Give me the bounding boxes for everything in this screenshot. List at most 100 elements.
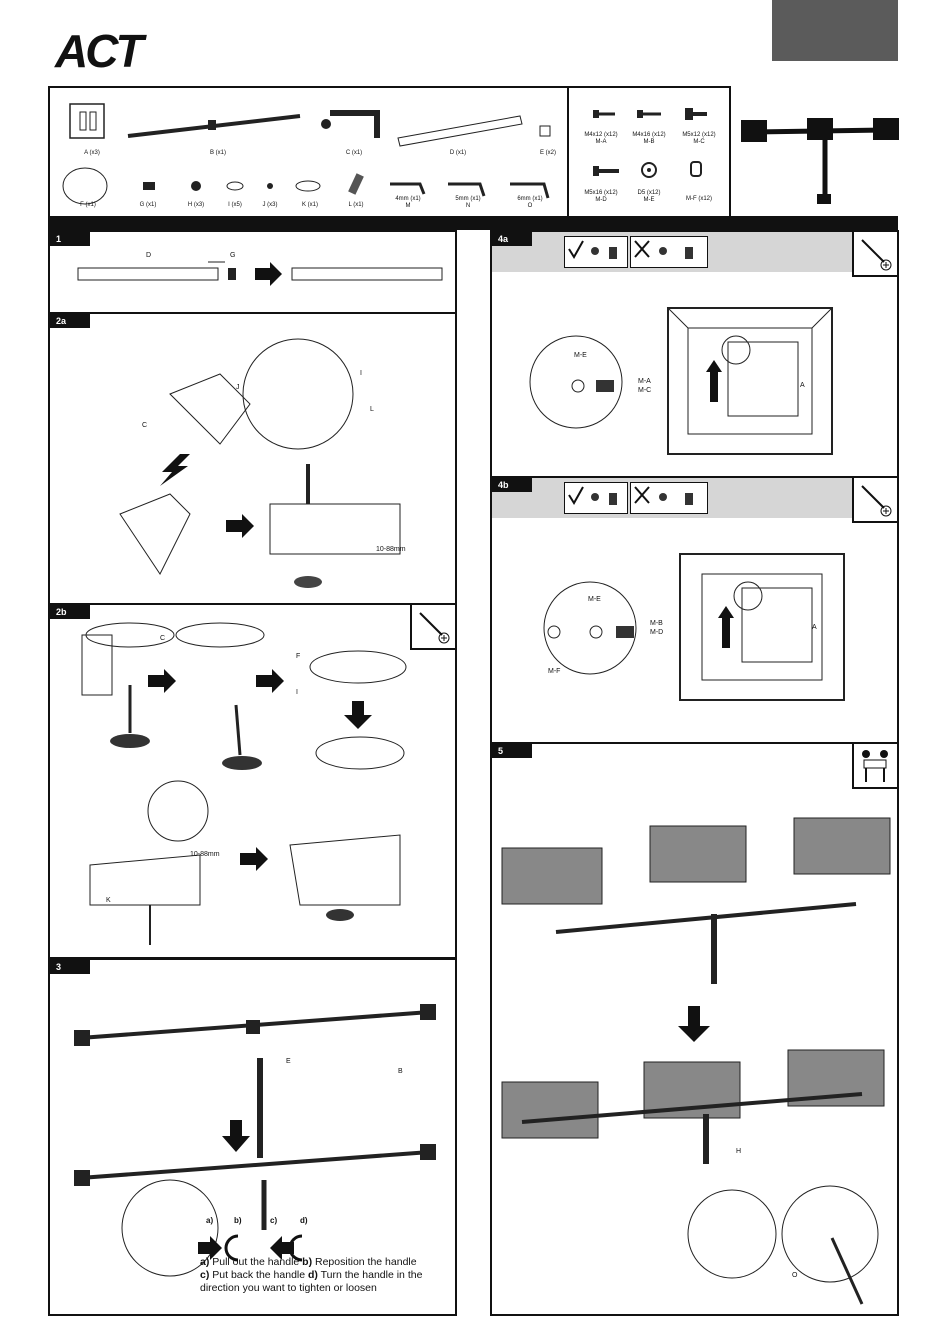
caption-text-b: Reposition the handle: [312, 1256, 417, 1268]
step-4a-panel: 4a M-E M-A M-C A: [490, 230, 899, 478]
step-2b-label-range: 10-88mm: [190, 851, 220, 858]
step-5-panel: 5 H O: [490, 742, 899, 1316]
step-2a-label-c: C: [142, 422, 148, 429]
step-2b-label-c: C: [160, 635, 166, 642]
part-label-f: F (x1): [80, 202, 96, 208]
step-3-label-e: E: [286, 1058, 291, 1065]
washer-me-code: M-E: [643, 197, 655, 203]
step-3-label-a: a): [206, 1216, 214, 1225]
step-4b-drawing: [543, 553, 845, 701]
step-2a-panel: 2a J I C L 10-88mm: [48, 312, 457, 605]
screw-mc-size: M5x12 (x12): [682, 132, 716, 138]
step-2a-label-range: 10-88mm: [376, 546, 406, 553]
step-3-label-c: c): [270, 1216, 278, 1225]
step-5-label-o: O: [792, 1272, 798, 1279]
screwdriver-icon: [852, 232, 897, 277]
part-label-k: K (x1): [301, 202, 318, 208]
step-4a-label-a: A: [800, 382, 805, 389]
part-label-o-code: O: [527, 203, 533, 209]
part-label-n-size: 5mm (x1): [455, 196, 481, 202]
incorrect-method-icon: [630, 482, 708, 514]
part-label-m-size: 4mm (x1): [395, 196, 421, 202]
caption-marker-b: b): [302, 1256, 313, 1268]
part-label-d: D (x1): [449, 150, 467, 156]
step-4a-label-me: M-E: [574, 352, 587, 359]
corner-tab: [772, 0, 898, 61]
caption-marker-a: a): [200, 1256, 210, 1268]
step-4b-label-a: A: [812, 624, 817, 631]
step-4a-drawing: [529, 307, 834, 455]
logo-text: ACT: [55, 25, 144, 77]
part-label-e: E (x2): [539, 150, 556, 156]
step-2b-label-f: F: [296, 653, 301, 660]
step-4a-label-mc: M-C: [638, 387, 652, 394]
step-2a-label-j: J: [236, 384, 240, 391]
incorrect-method-icon: [630, 236, 708, 268]
step-4b-label-md: M-D: [650, 629, 664, 636]
step-3-label-bb: b): [234, 1216, 242, 1225]
part-label-n-code: N: [465, 203, 471, 209]
part-label-h: H (x3): [187, 202, 205, 208]
screws-panel: M4x12 (x12)M-A M4x16 (x12)M-B M5x12 (x12…: [567, 86, 731, 218]
step-3-caption-line-3: direction you want to tighten or loosen: [200, 1282, 377, 1294]
part-label-m-code: M: [405, 203, 411, 209]
screw-md-size: M5x16 (x12): [584, 190, 618, 196]
screw-mc: M5x12 (x12)M-C: [675, 132, 723, 146]
screw-md: M5x16 (x12)M-D: [577, 190, 625, 204]
step-1-panel: 1 D G: [48, 230, 457, 314]
step-4a-label-ma: M-A: [638, 378, 651, 385]
product-overview-drawing: [741, 118, 899, 204]
part-label-o-size: 6mm (x1): [517, 196, 543, 202]
spacer-mf: M-F (x12): [686, 196, 712, 202]
section-divider: [48, 216, 898, 230]
step-1-badge: 1: [50, 232, 90, 246]
part-label-c: C (x1): [345, 150, 363, 156]
part-label-j: J (x3): [262, 202, 278, 208]
step-2b-drawing: [81, 622, 407, 945]
part-label-i: I (x5): [228, 202, 242, 208]
step-2a-badge: 2a: [50, 314, 90, 328]
correct-method-icon: [564, 236, 628, 268]
part-label-b: B (x1): [209, 150, 226, 156]
step-4b-badge: 4b: [492, 478, 532, 492]
parts-drawings: [62, 103, 551, 205]
parts-list-panel: A (x3) B (x1) C (x1) D (x1) E (x2) F (x1…: [48, 86, 570, 218]
caption-text-c: Put back the handle: [209, 1269, 308, 1281]
step-4b-label-mb: M-B: [650, 620, 663, 627]
part-label-n: 5mm (x1)N: [446, 196, 490, 210]
step-2a-label-l: L: [370, 406, 374, 413]
step-3-label-b: B: [398, 1068, 403, 1075]
step-5-badge: 5: [492, 744, 532, 758]
correct-method-icon: [564, 482, 628, 514]
part-label-m: 4mm (x1)M: [386, 196, 430, 210]
part-label-a: A (x3): [84, 150, 100, 156]
step-4b-panel: 4b M-E M-B M-D M-F A: [490, 476, 899, 744]
caption-marker-d: d): [308, 1269, 318, 1281]
act-logo: ACT: [55, 28, 155, 74]
step-1-label-d: D: [146, 252, 152, 259]
caption-text-a: Pull out the handle: [209, 1256, 303, 1268]
step-2b-label-i: I: [296, 689, 298, 696]
step-1-drawing: [77, 261, 443, 286]
step-4b-label-mf: M-F: [548, 668, 561, 675]
screw-ma-size: M4x12 (x12): [584, 132, 618, 138]
screwdriver-icon: [410, 605, 455, 650]
part-label-o: 6mm (x1)O: [508, 196, 552, 210]
step-3-caption: a) Pull out the handle b) Reposition the…: [200, 1256, 450, 1295]
screw-ma: M4x12 (x12)M-A: [577, 132, 625, 146]
step-2a-drawing: [119, 338, 401, 588]
step-1-label-g: G: [230, 252, 236, 259]
caption-marker-c: c): [200, 1269, 210, 1281]
step-5-label-h: H: [736, 1148, 742, 1155]
screwdriver-icon: [852, 478, 897, 523]
screw-ma-code: M-A: [595, 139, 607, 145]
caption-text-d: Turn the handle in the: [317, 1269, 423, 1281]
step-3-panel: 3 E B a) b) c) d) a) Pull out the handle…: [48, 958, 457, 1316]
step-4a-badge: 4a: [492, 232, 532, 246]
step-5-drawing: [501, 817, 891, 1305]
screw-mb: M4x16 (x12)M-B: [625, 132, 673, 146]
step-3-drawing: [74, 1004, 436, 1277]
part-label-l: L (x1): [348, 202, 364, 208]
washer-me-size: D5 (x12): [637, 190, 661, 196]
step-4b-label-me: M-E: [588, 596, 601, 603]
